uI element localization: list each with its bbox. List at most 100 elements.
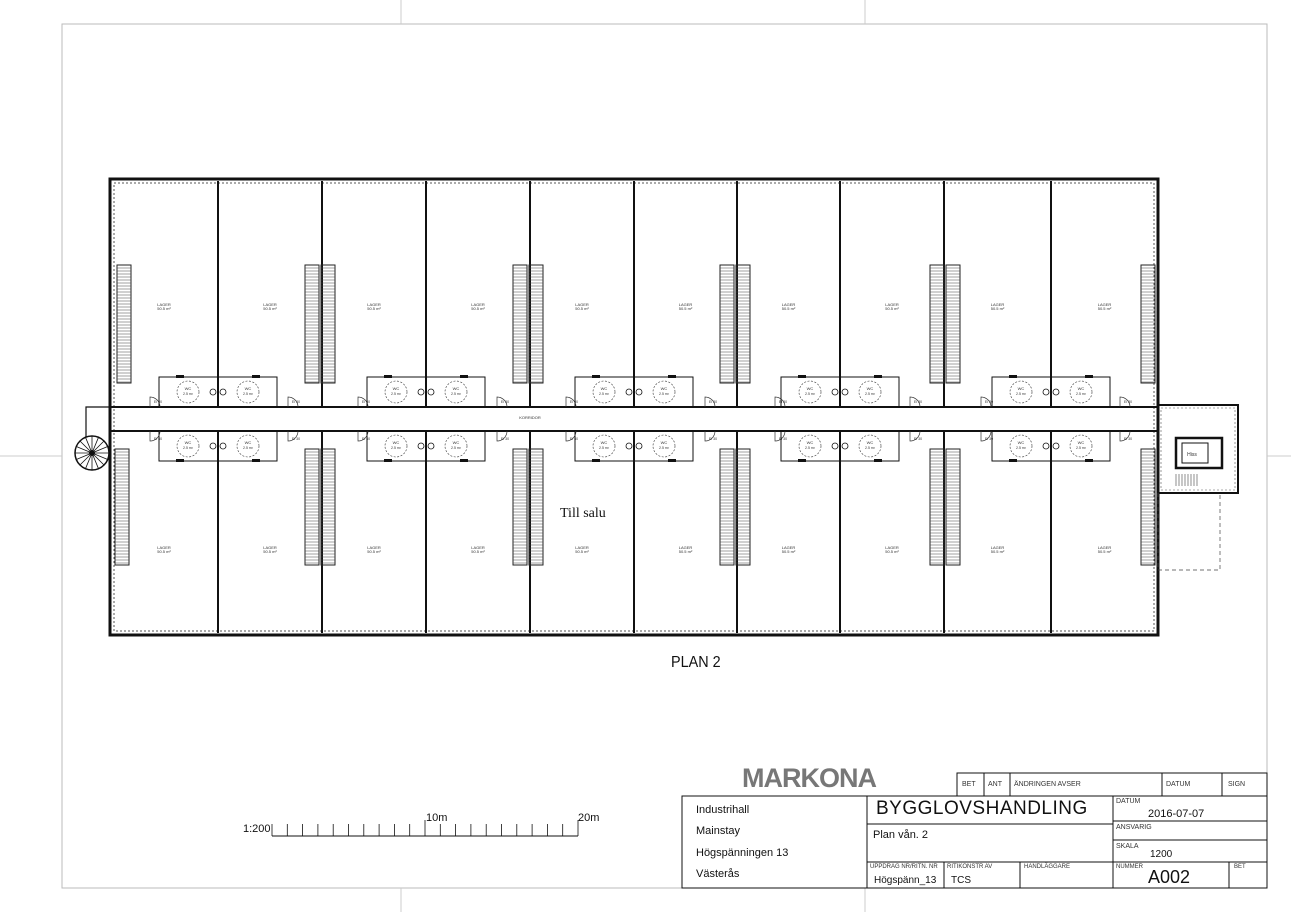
wc-area: 2.5 m² (391, 446, 402, 450)
wc-label: WC (1078, 440, 1085, 445)
wc-area: 2.5 m² (183, 446, 194, 450)
wc-basin (417, 388, 425, 396)
unit-label-south: LAGER (157, 545, 171, 550)
fire-rating-label: EI 30 (154, 437, 162, 441)
wc-area: 2.5 m² (1016, 446, 1027, 450)
ansvarig-label: ANSVARIG (1116, 824, 1152, 831)
unit-area-north: 50.5 m² (367, 306, 381, 311)
door (149, 430, 161, 442)
scale-end-label: 20m (578, 812, 600, 824)
wc-area: 2.5 m² (243, 392, 254, 396)
wc-toilet-left (592, 434, 616, 458)
wc-label: WC (661, 440, 668, 445)
header-bet: BET (962, 781, 976, 788)
fire-rating-label: EI 30 (570, 437, 578, 441)
wc-fixture (592, 459, 600, 462)
header-andringen: ÄNDRINGEN AVSER (1014, 781, 1081, 788)
door (1119, 430, 1131, 442)
wc-fixture (176, 459, 184, 462)
wc-label: WC (601, 386, 608, 391)
wc-label: WC (453, 440, 460, 445)
wc-basin (635, 388, 643, 396)
unit-label-north: LAGER (1098, 302, 1112, 307)
wc-area: 2.5 m² (1076, 392, 1087, 396)
fire-rating-label: EI 30 (292, 437, 300, 441)
wc-basin (1052, 442, 1060, 450)
unit-label-south: LAGER (991, 545, 1005, 550)
pallet-rack (512, 264, 528, 384)
fire-rating-label: EI 30 (985, 400, 993, 404)
fire-rating-label: EI 30 (779, 437, 787, 441)
pallet-rack (320, 264, 336, 384)
plan-title: PLAN 2 (671, 654, 721, 671)
wc-area: 2.5 m² (865, 392, 876, 396)
wc-toilet-right (444, 434, 468, 458)
unit-area-south: 50.5 m² (679, 549, 693, 554)
wc-fixture (1085, 459, 1093, 462)
skala-value: 1200 (1150, 849, 1173, 860)
unit-label-south: LAGER (1098, 545, 1112, 550)
unit-area-south: 50.5 m² (157, 549, 171, 554)
pallet-rack (735, 264, 751, 384)
fire-rating-label: EI 30 (914, 437, 922, 441)
header-ant: ANT (988, 781, 1002, 788)
fire-rating-label: EI 30 (362, 400, 370, 404)
wc-toilet-right (858, 380, 882, 404)
wc-toilet-right (652, 434, 676, 458)
uppdrag-label: UPPDRAG NR/RITN. NR (870, 864, 938, 870)
wc-area: 2.5 m² (599, 446, 610, 450)
header-sign: SIGN (1228, 781, 1246, 788)
unit-area-north: 50.5 m² (263, 306, 277, 311)
wc-toilet-right (236, 434, 260, 458)
wc-fixture (252, 375, 260, 378)
wc-label: WC (1018, 386, 1025, 391)
door (1119, 396, 1131, 408)
wc-fixture (460, 375, 468, 378)
unit-label-north: LAGER (367, 302, 381, 307)
lift-car (1181, 442, 1209, 464)
unit-area-south: 50.5 m² (782, 549, 796, 554)
wc-toilet-left (798, 434, 822, 458)
unit-area-north: 50.5 m² (782, 306, 796, 311)
fire-rating-label: EI 30 (709, 400, 717, 404)
pallet-rack (1140, 448, 1156, 566)
wc-area: 2.5 m² (451, 446, 462, 450)
door (909, 430, 921, 442)
wc-basin (209, 442, 217, 450)
lift-shaft (1174, 436, 1224, 470)
wc-fixture (592, 375, 600, 378)
wc-basin (625, 442, 633, 450)
datum-label: DATUM (1116, 798, 1141, 805)
wc-toilet-right (652, 380, 676, 404)
wc-basin (841, 442, 849, 450)
wc-area: 2.5 m² (1076, 446, 1087, 450)
datum-value: 2016-07-07 (1148, 808, 1205, 820)
wc-basin (1052, 388, 1060, 396)
pallet-rack (512, 448, 528, 566)
pallet-rack (945, 264, 961, 384)
wc-label: WC (807, 386, 814, 391)
spiral-stair (74, 406, 110, 471)
wc-label: WC (185, 386, 192, 391)
header-datum: DATUM (1166, 781, 1191, 788)
wc-label: WC (245, 386, 252, 391)
door (565, 396, 577, 408)
pallet-rack (929, 264, 945, 384)
wc-toilet-left (1009, 380, 1033, 404)
wc-basin (219, 442, 227, 450)
wc-fixture (668, 375, 676, 378)
wc-basin (1042, 388, 1050, 396)
door (980, 430, 992, 442)
wc-toilet-left (384, 434, 408, 458)
unit-label-north: LAGER (263, 302, 277, 307)
nummer-label: NUMMER (1116, 864, 1143, 870)
unit-area-north: 50.5 m² (1098, 306, 1112, 311)
wc-toilet-right (1069, 380, 1093, 404)
fire-rating-label: EI 30 (985, 437, 993, 441)
wc-area: 2.5 m² (391, 392, 402, 396)
